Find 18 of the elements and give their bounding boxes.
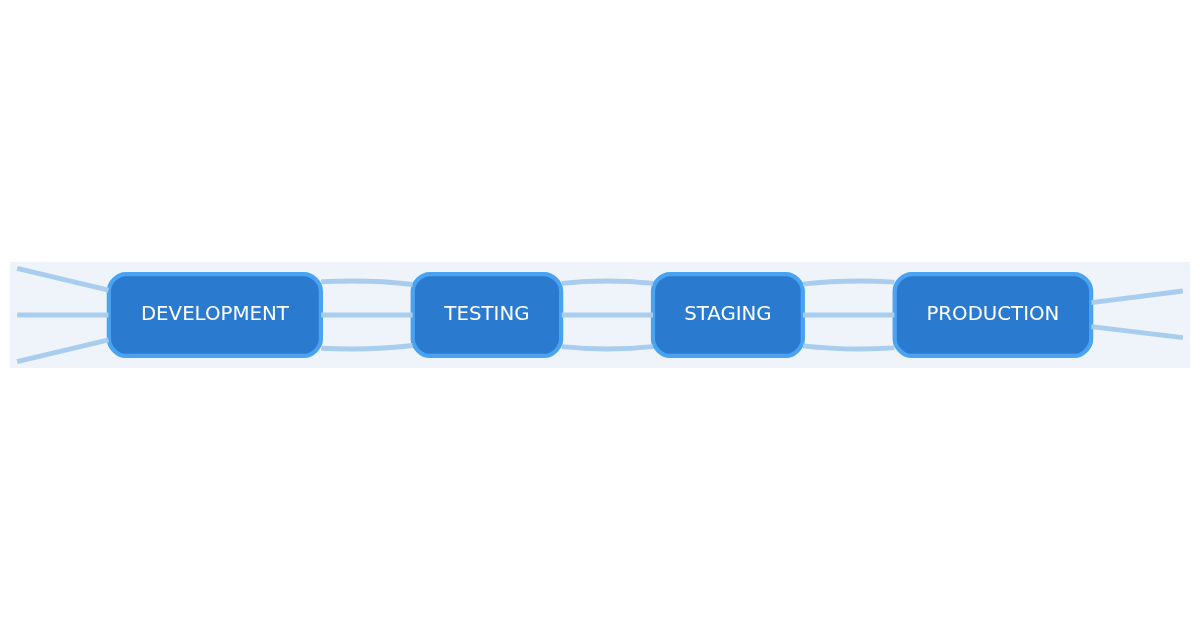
connector — [803, 312, 895, 318]
connector — [321, 343, 413, 352]
connector — [321, 278, 413, 287]
connector — [321, 312, 413, 318]
connector — [561, 278, 654, 286]
connector — [802, 343, 895, 352]
node-box: STAGING — [650, 271, 805, 359]
connector — [16, 337, 110, 364]
connector — [561, 344, 654, 352]
connector — [802, 278, 895, 287]
connector — [16, 266, 110, 293]
connector — [1091, 288, 1184, 306]
connector — [561, 312, 653, 318]
connector — [1091, 324, 1184, 341]
node-box: DEVELOPMENT — [106, 271, 323, 359]
connector — [17, 312, 109, 318]
node-box: TESTING — [410, 271, 564, 359]
node-box: PRODUCTION — [892, 271, 1094, 359]
